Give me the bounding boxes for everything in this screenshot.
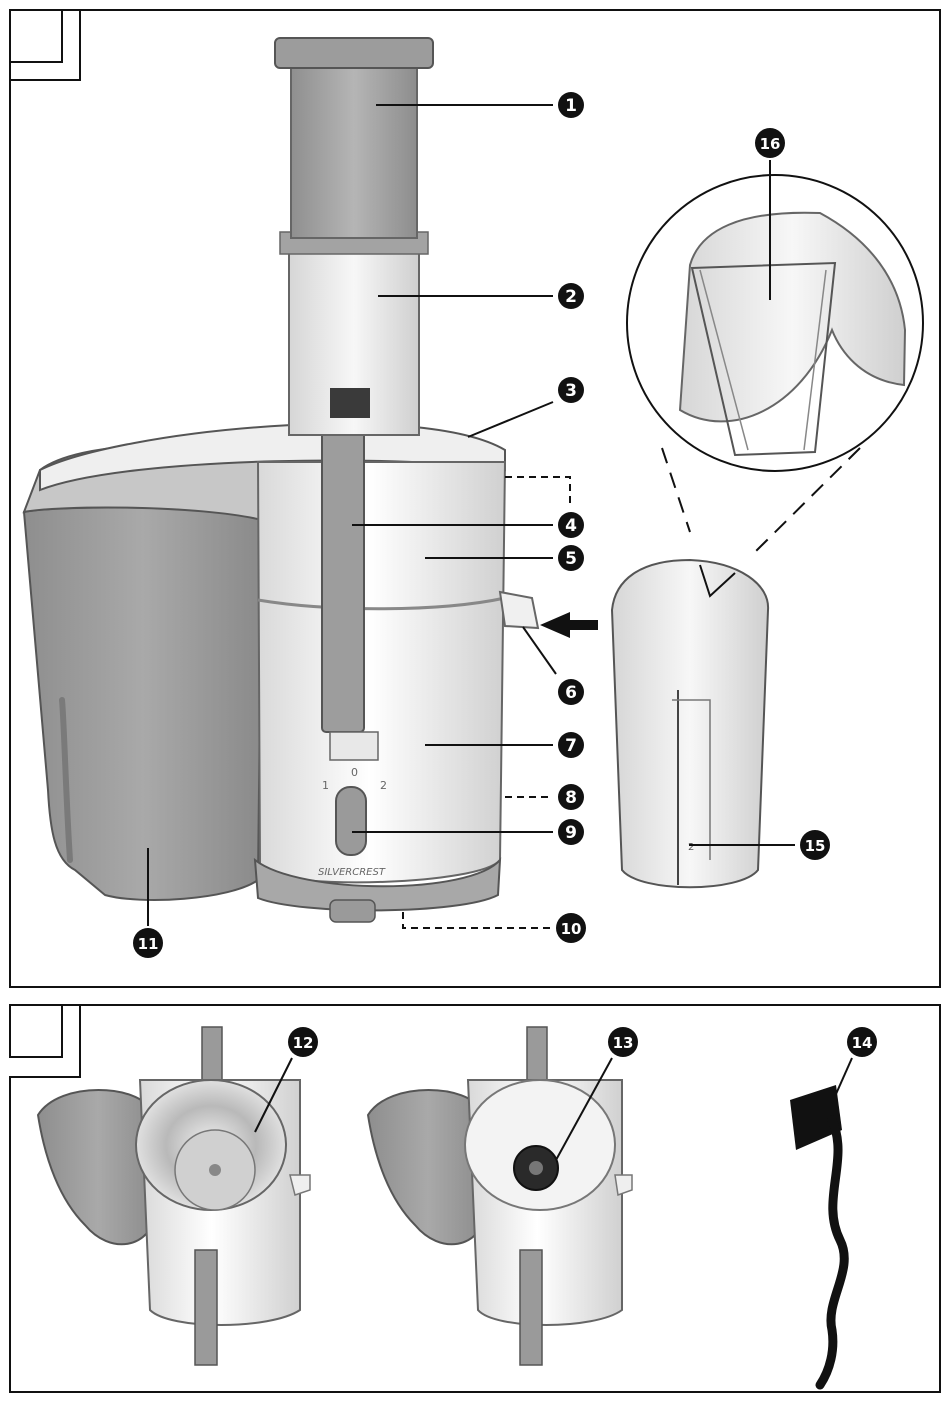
juice-jug: 2 bbox=[612, 560, 768, 887]
callout-1: 1 bbox=[558, 92, 584, 118]
callout-number: 12 bbox=[293, 1034, 314, 1052]
callout-number: 1 bbox=[565, 96, 577, 116]
locking-clamp bbox=[322, 432, 364, 732]
dial-label-0: 0 bbox=[351, 766, 358, 779]
callout-13: 13 bbox=[608, 1027, 638, 1057]
callout-3: 3 bbox=[558, 377, 584, 403]
callout-10: 10 bbox=[556, 913, 586, 943]
callout-number: 7 bbox=[565, 736, 577, 756]
callout-number: 15 bbox=[805, 837, 826, 855]
speed-switch bbox=[336, 787, 366, 855]
cleaning-brush bbox=[790, 1085, 844, 1385]
callout-7: 7 bbox=[558, 732, 584, 758]
food-pusher bbox=[291, 60, 417, 238]
callout-number: 2 bbox=[565, 287, 577, 307]
callout-4: 4 bbox=[558, 512, 584, 538]
callout-15: 15 bbox=[800, 830, 830, 860]
callout-6: 6 bbox=[558, 679, 584, 705]
callout-16: 16 bbox=[755, 128, 785, 158]
callout-8: 8 bbox=[558, 784, 584, 810]
juicer-with-coupling bbox=[368, 1027, 632, 1365]
zoom-detail bbox=[627, 175, 923, 471]
callout-number: 8 bbox=[565, 788, 577, 808]
callout-11: 11 bbox=[133, 928, 163, 958]
callout-number: 4 bbox=[565, 516, 577, 536]
callout-number: 5 bbox=[565, 549, 577, 569]
jug-mark: 2 bbox=[688, 842, 694, 853]
callout-9: 9 bbox=[558, 819, 584, 845]
spout-arrow bbox=[540, 612, 598, 638]
callout-number: 14 bbox=[852, 1034, 873, 1052]
callout-number: 9 bbox=[565, 823, 577, 843]
callout-5: 5 bbox=[558, 545, 584, 571]
callout-2: 2 bbox=[558, 283, 584, 309]
juicer-illustration: 1 0 2 SILVERCREST bbox=[24, 38, 538, 922]
callout-number: 6 bbox=[565, 683, 577, 703]
callout-14: 14 bbox=[847, 1027, 877, 1057]
callout-number: 11 bbox=[138, 935, 159, 953]
callout-number: 13 bbox=[613, 1034, 634, 1052]
brand-logo: SILVERCREST bbox=[318, 867, 386, 878]
callout-number: 16 bbox=[760, 135, 781, 153]
callout-12: 12 bbox=[288, 1027, 318, 1057]
dial-label-1: 1 bbox=[322, 779, 329, 792]
callout-number: 3 bbox=[565, 381, 577, 401]
dial-label-2: 2 bbox=[380, 779, 387, 792]
callout-number: 10 bbox=[561, 920, 582, 938]
juice-spout bbox=[500, 592, 538, 628]
